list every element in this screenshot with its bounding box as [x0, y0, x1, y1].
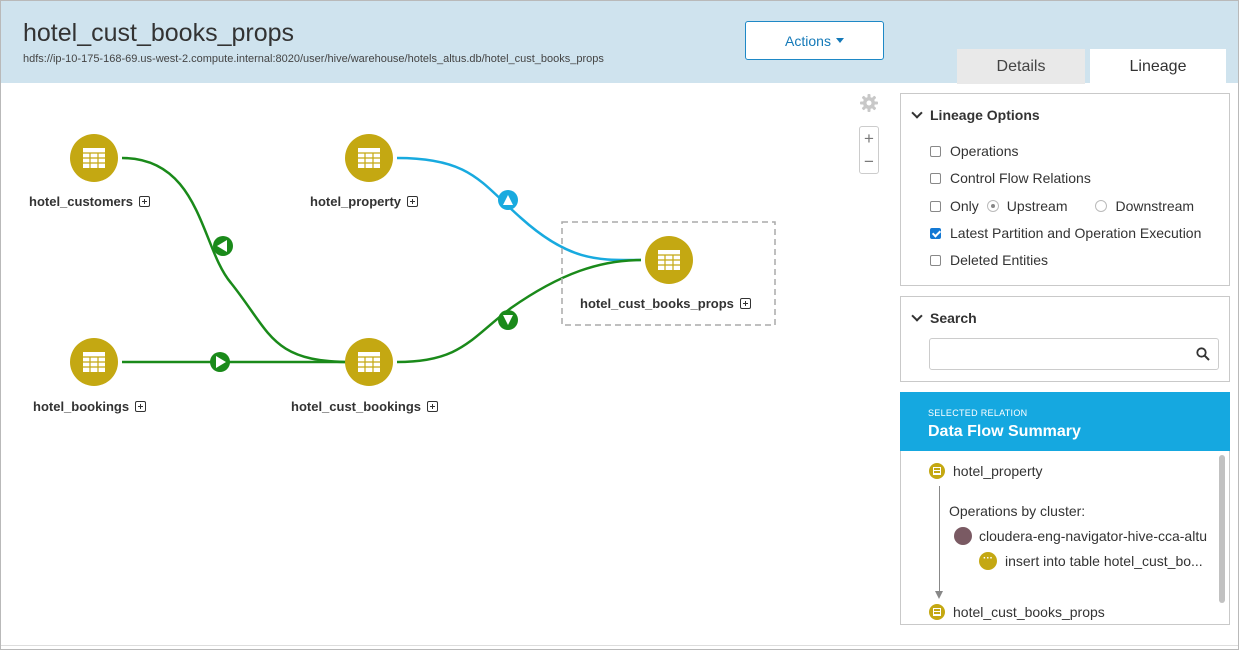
bottom-divider	[1, 645, 1238, 646]
operation-icon: ···	[979, 552, 997, 570]
flow-operation[interactable]: ··· insert into table hotel_cust_bo...	[979, 552, 1203, 570]
only-checkbox[interactable]	[930, 200, 941, 212]
page-header: hotel_cust_books_props hdfs://ip-10-175-…	[1, 1, 1238, 84]
search-icon[interactable]	[1196, 347, 1210, 361]
downstream-radio[interactable]	[1095, 200, 1108, 212]
latest-partition-checkbox[interactable]	[930, 227, 941, 239]
expand-icon[interactable]	[135, 401, 147, 412]
node-label-hotel-cust-bookings[interactable]: hotel_cust_bookings	[291, 399, 439, 414]
table-node-icon-hotel-cust-bookings[interactable]	[345, 338, 393, 386]
flow-marker-property[interactable]	[498, 190, 518, 210]
summary-scrollbar[interactable]	[1219, 455, 1225, 603]
expand-icon[interactable]	[427, 401, 439, 412]
actions-label: Actions	[785, 32, 831, 49]
deleted-entities-checkbox[interactable]	[930, 254, 941, 266]
chevron-down-icon	[911, 107, 923, 119]
gear-icon[interactable]	[859, 93, 879, 113]
zoom-in-button[interactable]: +	[864, 128, 874, 148]
selected-relation-header: SELECTED RELATION Data Flow Summary	[900, 392, 1230, 451]
edge-cust-bookings-to-props	[396, 258, 642, 364]
option-only[interactable]: Only Upstream Downstream	[930, 198, 1194, 214]
cluster-icon	[954, 527, 972, 545]
flow-marker-customers[interactable]	[213, 236, 233, 256]
actions-button[interactable]: Actions	[745, 21, 884, 60]
expand-icon[interactable]	[407, 196, 419, 207]
flow-target[interactable]: hotel_cust_books_props	[929, 604, 1105, 620]
flow-marker-cust-bookings[interactable]	[498, 310, 518, 330]
table-icon	[929, 463, 945, 479]
flow-source[interactable]: hotel_property	[929, 463, 1043, 479]
expand-icon[interactable]	[739, 298, 751, 309]
edge-property-to-props	[396, 156, 642, 262]
lineage-options-toggle[interactable]: Lineage Options	[911, 107, 1040, 123]
zoom-control: + −	[859, 126, 879, 174]
operations-by-cluster-label: Operations by cluster:	[949, 503, 1086, 519]
edge-customers-to-cust-bookings	[121, 156, 352, 364]
expand-icon[interactable]	[139, 196, 151, 207]
search-input[interactable]	[929, 338, 1219, 370]
selected-relation-label: SELECTED RELATION	[928, 408, 1028, 418]
upstream-radio[interactable]	[986, 200, 999, 212]
flow-marker-bookings[interactable]	[210, 352, 230, 372]
node-label-hotel-cust-books-props[interactable]: hotel_cust_books_props	[580, 296, 751, 311]
node-label-hotel-customers[interactable]: hotel_customers	[29, 194, 151, 209]
tab-lineage[interactable]: Lineage	[1090, 49, 1226, 84]
option-control-flow[interactable]: Control Flow Relations	[930, 170, 1091, 186]
search-panel: Search	[900, 296, 1230, 382]
lineage-canvas[interactable]: hotel_customers hotel_property hotel_boo…	[1, 83, 890, 648]
table-node-icon-hotel-cust-books-props[interactable]	[645, 236, 693, 284]
arrow-down-icon	[935, 591, 943, 599]
table-node-icon-hotel-customers[interactable]	[70, 134, 118, 182]
operations-checkbox[interactable]	[930, 145, 941, 157]
option-deleted-entities[interactable]: Deleted Entities	[930, 252, 1048, 268]
lineage-graph	[70, 134, 776, 386]
zoom-out-button[interactable]: −	[864, 151, 874, 171]
node-label-hotel-bookings[interactable]: hotel_bookings	[33, 399, 147, 414]
table-node-icon-hotel-property[interactable]	[345, 134, 393, 182]
control-flow-checkbox[interactable]	[930, 172, 941, 184]
data-flow-summary-body: hotel_property Operations by cluster: cl…	[900, 451, 1230, 625]
flow-connector	[939, 486, 940, 594]
entity-path: hdfs://ip-10-175-168-69.us-west-2.comput…	[23, 53, 604, 65]
search-toggle[interactable]: Search	[911, 310, 977, 326]
lineage-options-panel: Lineage Options Operations Control Flow …	[900, 93, 1230, 286]
tab-details[interactable]: Details	[957, 49, 1085, 84]
chevron-down-icon	[911, 310, 923, 322]
caret-down-icon	[835, 38, 844, 43]
data-flow-summary-title: Data Flow Summary	[928, 423, 1081, 440]
node-label-hotel-property[interactable]: hotel_property	[310, 194, 419, 209]
option-latest-partition[interactable]: Latest Partition and Operation Execution	[930, 225, 1201, 241]
page-title: hotel_cust_books_props	[23, 19, 295, 47]
flow-cluster[interactable]: cloudera-eng-navigator-hive-cca-altu	[954, 527, 1207, 545]
option-operations[interactable]: Operations	[930, 143, 1018, 159]
selected-node-box	[561, 221, 776, 326]
table-node-icon-hotel-bookings[interactable]	[70, 338, 118, 386]
table-icon	[929, 604, 945, 620]
